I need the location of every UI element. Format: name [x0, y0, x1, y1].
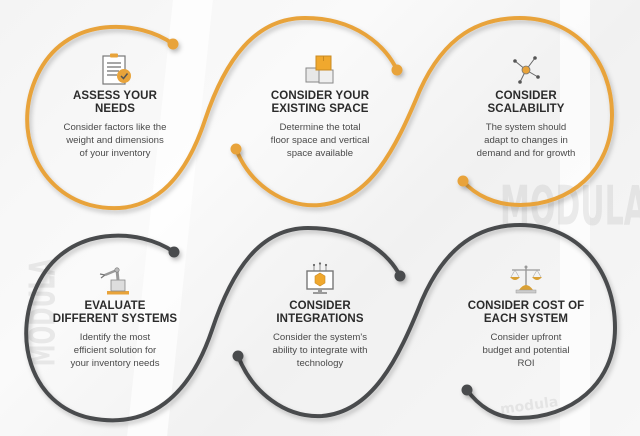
background-streak: [560, 0, 590, 436]
orange-endpoint-dot: [391, 64, 403, 76]
watermark-logo: MODULA: [500, 176, 640, 239]
gray-endpoint-dot: [232, 350, 244, 362]
orange-endpoint-dot: [457, 175, 469, 187]
orange-endpoint-dot: [167, 38, 179, 50]
gray-endpoint-dot: [394, 270, 406, 282]
stacked-boxes-icon: [305, 55, 334, 84]
gray-curve-1: [24, 225, 402, 423]
gray-curve-2: [236, 222, 618, 421]
gray-endpoint-dot: [168, 246, 180, 258]
clipboard-check-icon: [102, 53, 131, 85]
robotic-arm-icon: [99, 267, 129, 295]
orange-endpoint-dot: [230, 143, 242, 155]
gray-endpoint-dot: [461, 384, 473, 396]
orange-curve-1: [25, 15, 399, 211]
balance-scale-icon: [510, 265, 542, 294]
network-node-icon: [513, 56, 540, 84]
computer-integration-icon: [306, 262, 334, 294]
orange-curve-2: [234, 15, 615, 208]
